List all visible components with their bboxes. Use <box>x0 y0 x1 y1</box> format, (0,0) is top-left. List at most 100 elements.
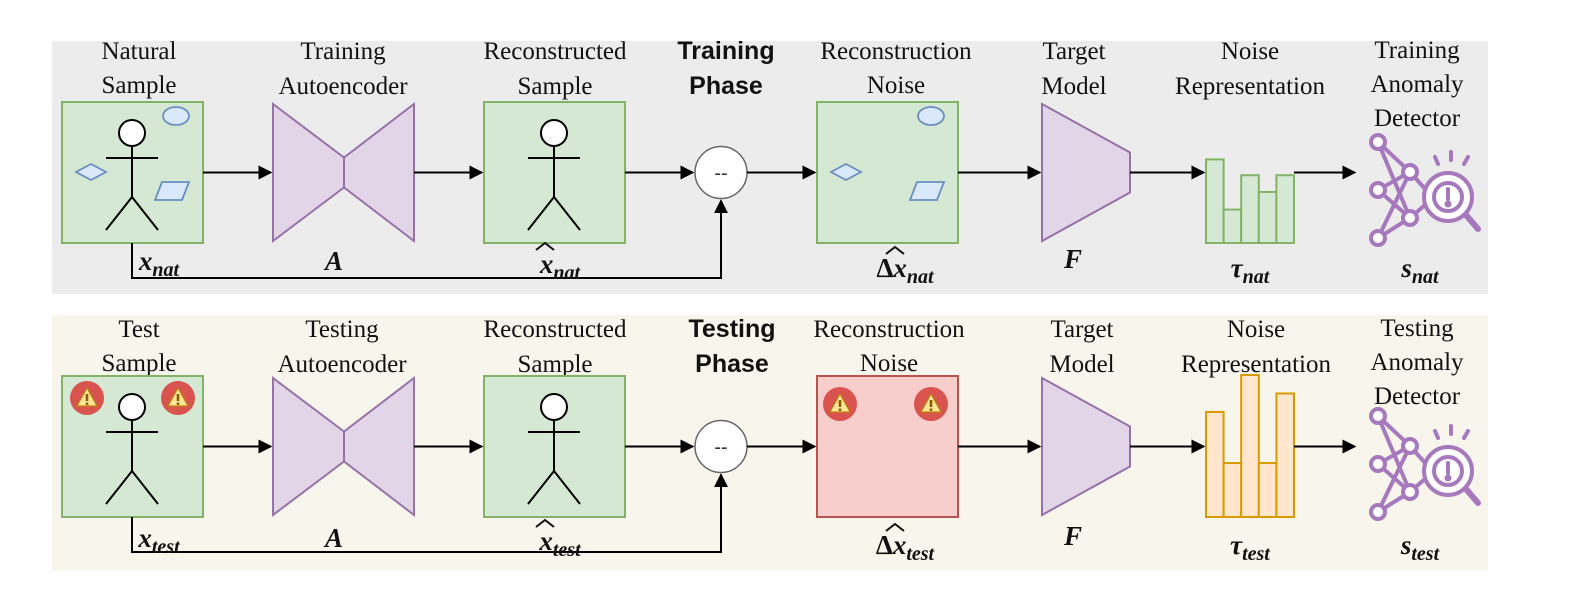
train-anomaly-detector-icon-node-2 <box>1369 181 1387 199</box>
test-noise-warning-icon-left <box>822 386 858 422</box>
test-reconstructed-stick-figure-right-leg <box>553 470 581 505</box>
test-anomaly-detector-icon-spark-3 <box>1462 429 1470 440</box>
train-model-label-line-1: Target <box>1042 38 1105 65</box>
train-reconstructed-stick-figure-head <box>540 119 568 147</box>
test-histogram-bar-4 <box>1257 462 1278 519</box>
test-detector-label-line-1: Testing <box>1380 315 1454 342</box>
test-math-tau: τtest <box>1230 530 1271 565</box>
train-math-delta-xhat-base: x <box>892 253 907 283</box>
test-anomaly-detector-icon <box>1369 407 1481 521</box>
test-noise-label-line-2: Noise <box>860 350 918 377</box>
test-histogram-bar-3 <box>1240 374 1260 518</box>
test-math-delta-xhat-subscript: test <box>906 543 935 565</box>
test-sample-stick-figure <box>105 393 159 505</box>
train-anomaly-detector-icon-alert-dot <box>1444 200 1452 208</box>
training-phase-row: NaturalSampleTrainingAutoencoderReconstr… <box>52 37 1488 294</box>
test-sample-label-line-1: Test <box>118 316 159 343</box>
test-model-label-line-2: Model <box>1049 351 1114 378</box>
train-model-label-line-2: Model <box>1041 73 1106 100</box>
test-autoencoder-label-line-1: Testing <box>305 316 379 343</box>
train-sample-ellipse-shape <box>162 106 190 126</box>
train-math-delta-xhat: Δxnat <box>876 253 935 288</box>
train-detector-label-line-1: Training <box>1374 37 1460 64</box>
train-noise-label-line-1: Reconstruction <box>820 38 972 65</box>
train-representation-label-line-2: Representation <box>1175 73 1325 100</box>
test-math-F: F <box>1063 521 1082 551</box>
test-histogram-bar-5 <box>1275 392 1296 518</box>
test-autoencoder-label-line-2: Autoencoder <box>277 351 407 378</box>
test-phase-label-line-2: Phase <box>695 350 769 378</box>
test-noise-warning-icon-right <box>913 386 949 422</box>
train-math-delta-xhat-prefix: Δ <box>876 253 893 283</box>
train-math-tau: τnat <box>1231 253 1271 288</box>
train-histogram-bar-4 <box>1257 190 1278 245</box>
train-phase-label-line-1: Training <box>677 37 774 65</box>
test-subtract-symbol: -- <box>714 437 727 459</box>
train-histogram-bar-5 <box>1275 174 1296 245</box>
train-sample-stick-figure-left-leg <box>105 196 133 231</box>
test-anomaly-detector-icon-magnifier-inner-ring <box>1432 455 1464 487</box>
train-math-F: F <box>1063 244 1082 274</box>
test-math-xhat: xtest <box>538 526 582 561</box>
test-math-s: stest <box>1400 530 1441 565</box>
train-target-model-shape <box>1041 102 1131 243</box>
train-reconstructed-stick-figure <box>527 119 581 231</box>
train-sample-label-line-1: Natural <box>102 38 177 65</box>
test-math-A: A <box>323 523 343 553</box>
train-sample-parallelogram-shape <box>153 181 191 201</box>
test-detector-label-line-2: Anomaly <box>1370 349 1464 376</box>
test-anomaly-detector-icon-node-3 <box>1369 503 1387 521</box>
test-math-A-base: A <box>323 523 343 553</box>
test-phase-label-line-1: Testing <box>688 315 775 343</box>
test-reconstructed-label-line-1: Reconstructed <box>483 316 627 343</box>
test-anomaly-detector-icon-node-1 <box>1369 407 1387 425</box>
train-reconstructed-label-line-2: Sample <box>518 73 593 100</box>
test-anomaly-detector-icon-node-5 <box>1401 483 1419 501</box>
train-histogram-bar-3 <box>1240 174 1260 245</box>
test-representation-label-line-1: Noise <box>1227 316 1285 343</box>
train-anomaly-detector-icon-magnifier-inner-ring <box>1432 181 1464 213</box>
train-anomaly-detector-icon-node-3 <box>1369 229 1387 247</box>
test-math-s-subscript: test <box>1411 543 1440 565</box>
test-math-x-base: x <box>137 523 152 553</box>
train-skip-connection-arrow <box>131 199 728 279</box>
test-sample-warning-icon-left <box>69 380 105 416</box>
test-target-model-shape <box>1041 376 1131 517</box>
test-reconstructed-stick-figure-head <box>540 393 568 421</box>
train-math-A: A <box>323 246 343 276</box>
train-math-delta-xhat-hat <box>885 245 905 255</box>
train-math-tau-base: τ <box>1231 253 1244 283</box>
train-histogram-bar-1 <box>1205 158 1225 244</box>
test-anomaly-detector-icon-magnifier-handle <box>1463 486 1481 506</box>
train-phase-label-line-2: Phase <box>689 72 763 100</box>
train-math-xhat-subscript: nat <box>553 262 581 284</box>
train-math-F-base: F <box>1063 244 1082 274</box>
train-detector-label-line-2: Anomaly <box>1370 71 1464 98</box>
train-reconstructed-stick-figure-left-leg <box>527 196 555 231</box>
train-anomaly-detector-icon-node-5 <box>1401 209 1419 227</box>
test-reconstructed-label-line-2: Sample <box>518 351 593 378</box>
test-math-delta-xhat-prefix: Δ <box>876 530 893 560</box>
train-math-xhat-hat <box>535 241 555 251</box>
test-histogram-bar-1 <box>1205 410 1225 519</box>
train-sample-stick-figure <box>105 119 159 231</box>
train-math-s-subscript: nat <box>1412 266 1440 288</box>
train-anomaly-detector-icon-node-4 <box>1401 163 1419 181</box>
test-noise-label-line-1: Reconstruction <box>813 316 965 343</box>
test-math-tau-subscript: test <box>1242 543 1271 565</box>
train-sample-stick-figure-right-leg <box>131 196 159 231</box>
test-math-x: xtest <box>137 523 181 558</box>
test-math-x-subscript: test <box>152 536 181 558</box>
train-math-s: snat <box>1400 253 1440 288</box>
test-skip-connection-arrow <box>131 473 728 553</box>
train-sample-label-line-2: Sample <box>102 72 177 99</box>
test-representation-label-line-2: Representation <box>1181 351 1331 378</box>
test-math-delta-xhat: Δxtest <box>876 530 936 565</box>
train-noise-ellipse-shape <box>917 106 945 126</box>
train-reconstructed-stick-figure-right-leg <box>553 196 581 231</box>
train-anomaly-detector-icon-magnifier-handle <box>1463 212 1481 232</box>
test-math-xhat-subscript: test <box>553 539 582 561</box>
